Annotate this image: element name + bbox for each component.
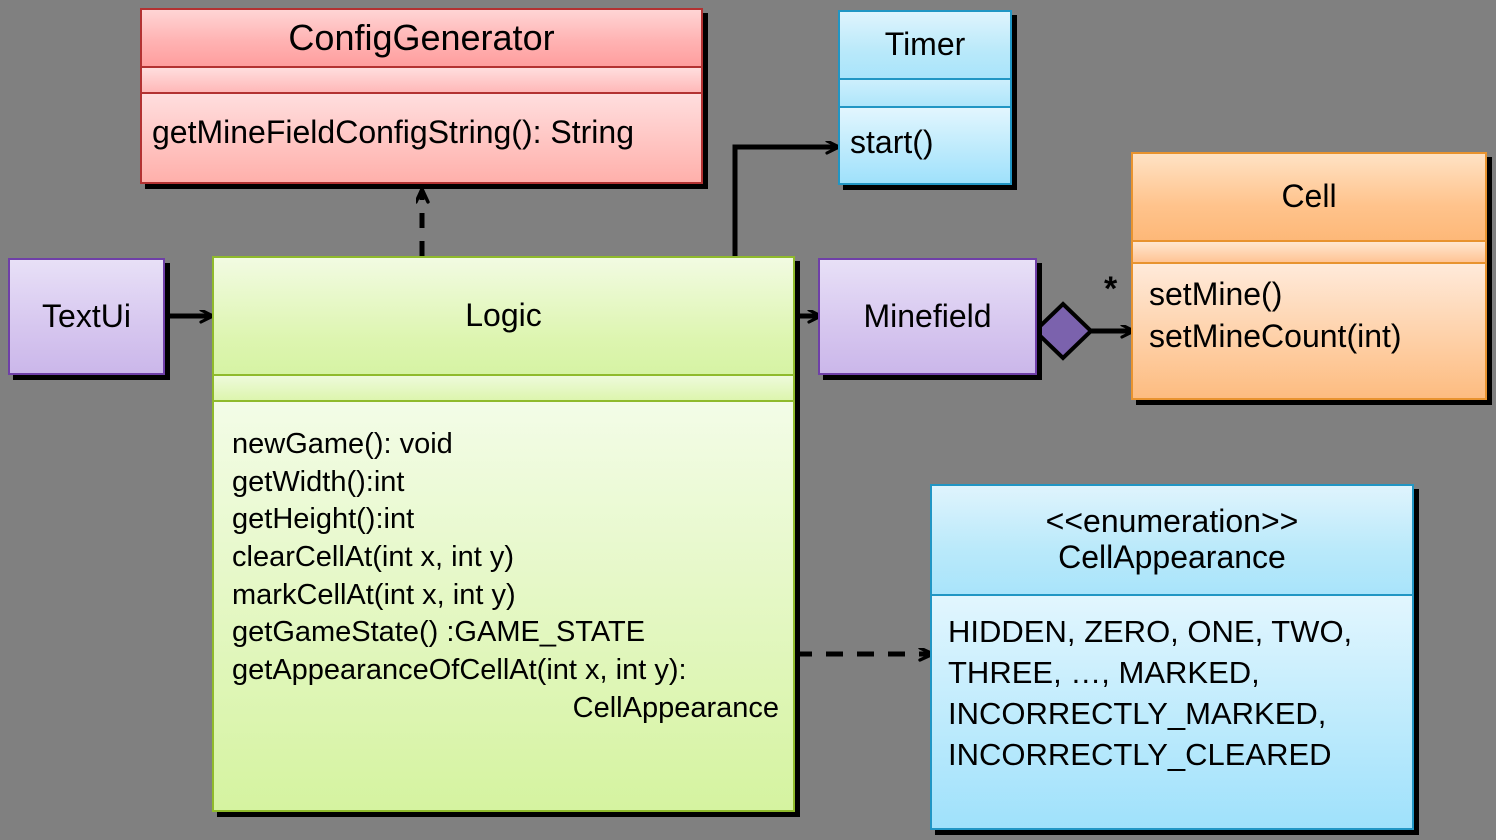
- class-box-cellappearance[interactable]: <<enumeration>> CellAppearance HIDDEN, Z…: [930, 484, 1414, 830]
- method-item-continuation: CellAppearance: [572, 691, 779, 724]
- connector-minefield-cell: [1032, 301, 1133, 361]
- method-item: setMineCount(int): [1149, 317, 1402, 354]
- method-item: setMine(): [1149, 276, 1283, 312]
- enum-literal-line: INCORRECTLY_MARKED,: [948, 695, 1327, 731]
- class-name-timer: Timer: [840, 12, 1010, 80]
- class-box-minefield[interactable]: Minefield: [818, 258, 1037, 375]
- class-name-minefield: Minefield: [820, 260, 1035, 373]
- method-item: getAppearanceOfCellAt(int x, int y):: [232, 654, 687, 687]
- method-item: getGameState() :GAME_STATE: [232, 616, 646, 649]
- method-item: getHeight():int: [232, 503, 415, 536]
- connector-logic-timer: [732, 147, 838, 258]
- class-box-cell[interactable]: Cell setMine() setMineCount(int): [1131, 152, 1487, 400]
- stereotype-label: <<enumeration>>: [1045, 503, 1299, 540]
- enum-literal-line: THREE, …, MARKED,: [948, 654, 1260, 690]
- multiplicity-label-many: *: [1104, 270, 1118, 308]
- class-box-configgenerator[interactable]: ConfigGenerator getMineFieldConfigString…: [140, 8, 703, 184]
- enum-literal-line: INCORRECTLY_CLEARED: [948, 736, 1332, 772]
- method-item: start(): [850, 124, 934, 160]
- class-name-textui: TextUi: [10, 260, 163, 373]
- method-item: newGame(): void: [232, 428, 453, 460]
- method-item: getMineFieldConfigString(): String: [152, 114, 634, 150]
- class-name-configgenerator: ConfigGenerator: [142, 10, 701, 68]
- class-name-cellappearance: CellAppearance: [1058, 539, 1286, 575]
- class-name-cell: Cell: [1133, 154, 1485, 242]
- attributes-compartment-configgenerator: [142, 68, 701, 94]
- attributes-compartment-cell: [1133, 242, 1485, 264]
- method-item: getWidth():int: [232, 465, 405, 498]
- methods-compartment-logic: newGame(): void getWidth():int getHeight…: [214, 402, 793, 810]
- class-box-logic[interactable]: Logic newGame(): void getWidth():int get…: [212, 256, 795, 812]
- method-item: clearCellAt(int x, int y): [232, 541, 515, 574]
- class-name-logic: Logic: [214, 258, 793, 376]
- class-header-cellappearance: <<enumeration>> CellAppearance: [932, 486, 1412, 596]
- enum-literal-line: HIDDEN, ZERO, ONE, TWO,: [948, 614, 1353, 649]
- method-item: markCellAt(int x, int y): [232, 578, 516, 611]
- composition-diamond: [1032, 301, 1094, 361]
- literals-compartment-cellappearance: HIDDEN, ZERO, ONE, TWO, THREE, …, MARKED…: [932, 596, 1412, 828]
- methods-compartment-cell: setMine() setMineCount(int): [1133, 264, 1485, 398]
- attributes-compartment-timer: [840, 80, 1010, 108]
- methods-compartment-configgenerator: getMineFieldConfigString(): String: [142, 94, 701, 182]
- class-box-timer[interactable]: Timer start(): [838, 10, 1012, 185]
- attributes-compartment-logic: [214, 376, 793, 402]
- methods-compartment-timer: start(): [840, 108, 1010, 183]
- class-box-textui[interactable]: TextUi: [8, 258, 165, 375]
